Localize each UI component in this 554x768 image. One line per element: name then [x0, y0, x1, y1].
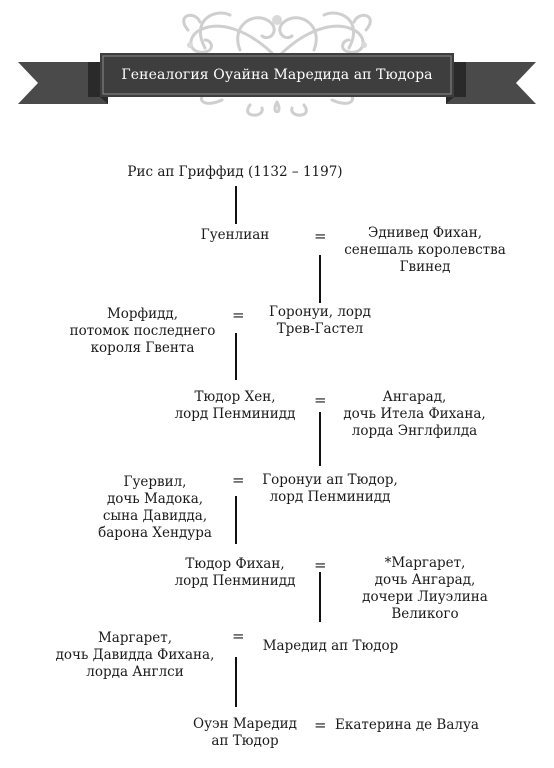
person-gen3-right: Ангарад, дочь Итела Фихана, лорда Энглфи… [332, 389, 497, 440]
person-line: Горонуи ап Тюдор, [262, 472, 398, 488]
person-line: Горонуи, лорд [268, 304, 371, 320]
person-line: лорд Пенминидд [174, 406, 296, 422]
person-line: Тюдор Хен, [194, 389, 276, 405]
person-gen7-left: Оуэн Маредид ап Тюдор [180, 716, 310, 750]
person-gen5-left: Тюдор Фихан, лорд Пенминидд [160, 556, 310, 590]
marriage-sign: = [314, 391, 327, 409]
person-line: Тюдор Фихан, [185, 556, 285, 572]
connector-line [319, 572, 321, 622]
person-gen5-right: *Маргарет, дочь Ангарад, дочери Лиуэлина… [345, 555, 505, 623]
person-gen4-left: Гуервил, дочь Мадока, сына Давидда, баро… [85, 474, 225, 542]
connector-line [319, 255, 321, 303]
person-line: Маргарет, [97, 630, 173, 646]
person-line: Морфидд, [106, 306, 179, 322]
person-line: дочь Мадока, [106, 491, 204, 507]
person-line: Трев-Гастел [276, 321, 364, 337]
connector-line [235, 496, 237, 544]
person-gen4-right: Горонуи ап Тюдор, лорд Пенминидд [245, 472, 415, 506]
person-line: короля Гвента [90, 340, 195, 356]
person-line: дочери Лиуэлина [362, 589, 488, 605]
connector-line [319, 412, 321, 466]
person-line: сына Давидда, [102, 508, 208, 524]
connector-line [235, 333, 237, 380]
person-line: лорд Пенминидд [174, 573, 296, 589]
connector-line [235, 186, 237, 224]
person-line: Гвинед [399, 259, 451, 275]
person-gen3-left: Тюдор Хен, лорд Пенминидд [160, 389, 310, 423]
person-line: Великого [391, 606, 459, 622]
person-line: барона Хендура [98, 525, 212, 541]
connector-line [235, 657, 237, 707]
person-gen1-right: Эднивед Фихан, сенешаль королевства Гвин… [335, 225, 515, 276]
person-line: Гуервил, [123, 474, 187, 490]
person-gen6-left: Маргарет, дочь Давидда Фихана, лорда Анг… [45, 630, 225, 681]
marriage-sign: = [314, 227, 327, 245]
person-line: Оуэн Маредид [193, 716, 297, 732]
person-line: дочь Итела Фихана, [343, 406, 486, 422]
person-line: лорда Энглфилда [351, 423, 478, 439]
marriage-sign: = [314, 716, 327, 734]
person-gen1-left: Гуенлиан [180, 227, 290, 244]
person-gen7-right: Екатерина де Валуа [332, 717, 482, 734]
marriage-sign: = [232, 471, 245, 489]
page-title: Генеалогия Оуайна Маредида ап Тюдора [121, 67, 433, 83]
person-gen2-right: Горонуи, лорд Трев-Гастел [255, 304, 385, 338]
marriage-sign: = [232, 306, 245, 324]
person-line: ап Тюдор [211, 733, 279, 749]
person-name: Екатерина де Валуа [335, 717, 479, 733]
person-line: лорда Англси [86, 664, 184, 680]
person-root: Рис ап Гриффид (1132 – 1197) [95, 164, 375, 181]
person-line: Ангарад, [382, 389, 447, 405]
person-line: дочь Ангарад, [374, 572, 476, 588]
marriage-sign: = [314, 556, 327, 574]
title-banner [18, 53, 536, 104]
person-name: Рис ап Гриффид (1132 – 1197) [127, 164, 343, 180]
person-line: дочь Давидда Фихана, [55, 647, 215, 663]
marriage-sign: = [232, 627, 245, 645]
person-name: Гуенлиан [200, 227, 270, 243]
person-line: *Маргарет, [384, 555, 466, 571]
person-line: Эднивед Фихан, [368, 225, 482, 241]
person-line: потомок последнего [69, 323, 216, 339]
person-line: сенешаль королевства [344, 242, 506, 258]
person-gen2-left: Морфидд, потомок последнего короля Гвент… [60, 306, 225, 357]
person-line: лорд Пенминидд [269, 489, 391, 505]
person-gen6-right: Маредид ап Тюдор [248, 638, 413, 655]
person-name: Маредид ап Тюдор [262, 638, 399, 654]
decorative-ornament [182, 11, 372, 117]
